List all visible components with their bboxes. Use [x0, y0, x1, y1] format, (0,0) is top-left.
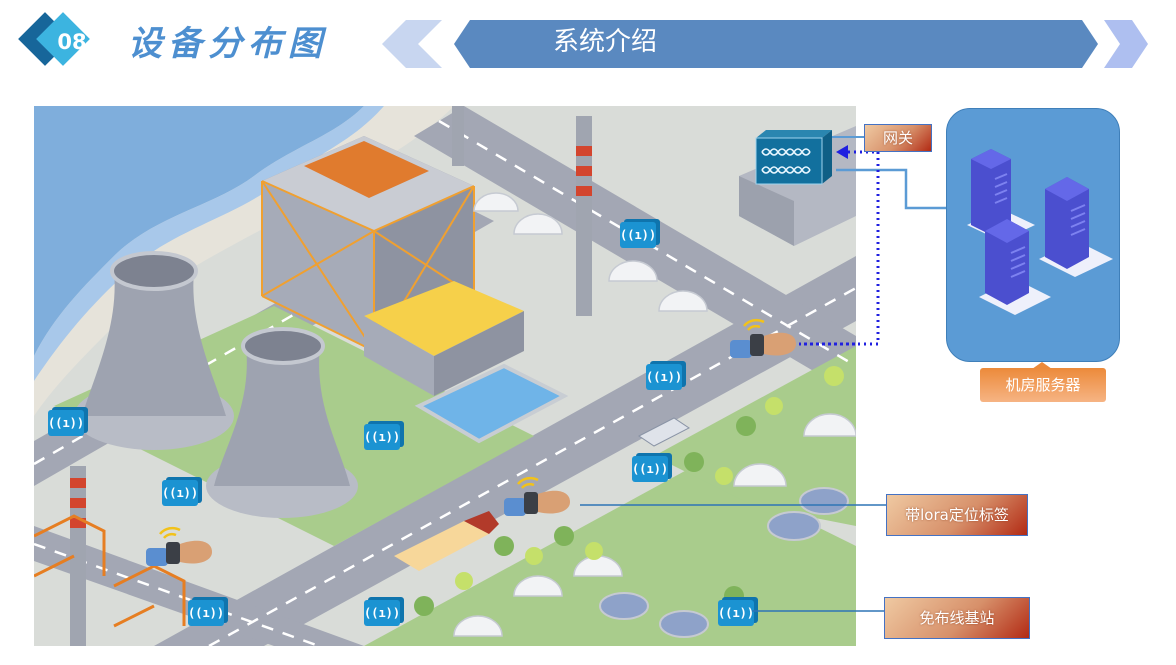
base-station-7[interactable]: ((ı))	[188, 600, 224, 626]
gateway-server-link	[836, 168, 946, 210]
section-badge: 08	[18, 12, 114, 72]
chimney-center	[576, 116, 592, 316]
gateway-callout: 网关	[864, 124, 932, 152]
base-station-2[interactable]: ((ı))	[646, 364, 682, 390]
banner-left-chevron	[382, 20, 442, 68]
lora-tag-callout: 带lora定位标签	[886, 494, 1028, 536]
base-station-8[interactable]: ((ı))	[364, 600, 400, 626]
refinery	[34, 514, 186, 628]
sea	[34, 106, 364, 356]
gateway-callout-text: 网关	[882, 129, 913, 147]
base-station-callout: 免布线基站	[884, 597, 1030, 639]
section-title: 设备分布图	[128, 24, 328, 64]
banner	[382, 20, 1148, 68]
base-station-1[interactable]: ((ı))	[620, 222, 656, 248]
lora-tag-watch-1[interactable]	[730, 318, 800, 362]
base-station-3[interactable]: ((ı))	[632, 456, 668, 482]
banner-body	[454, 20, 1098, 68]
lora-tag-watch-3[interactable]	[146, 526, 216, 570]
dotted-link	[804, 150, 880, 346]
boiler-building	[261, 136, 524, 396]
truck	[394, 511, 499, 571]
domes	[453, 192, 856, 637]
cooling-tower-1	[74, 251, 234, 450]
lora-tag-watch-2[interactable]	[504, 476, 574, 520]
dotted-link-arrow	[836, 145, 848, 159]
base-station-6[interactable]: ((ı))	[364, 424, 400, 450]
road-lower-left	[34, 526, 364, 646]
police-car	[638, 417, 690, 447]
banner-right-chevron	[1104, 20, 1148, 68]
server-room-label: 机房服务器	[980, 362, 1106, 402]
pool	[414, 363, 569, 444]
chimney-top	[452, 106, 464, 166]
lawn-right	[654, 346, 856, 526]
banner-title: 系统介绍	[552, 27, 657, 57]
server-room-panel[interactable]	[946, 108, 1120, 362]
tanks	[599, 487, 849, 638]
base-station-9[interactable]: ((ı))	[718, 600, 754, 626]
plant-illustration	[34, 106, 856, 646]
base-station-4[interactable]: ((ı))	[48, 410, 84, 436]
plant-map: ((ı)) ((ı)) ((ı)) ((ı)) ((ı)) ((ı)) ((ı)…	[34, 106, 856, 646]
server-rack-icon	[967, 149, 1113, 315]
section-number: 08	[57, 30, 87, 54]
gateway-icon[interactable]	[752, 128, 832, 188]
lora-tag-callout-text: 带lora定位标签	[905, 506, 1009, 524]
cooling-tower-2	[206, 327, 358, 518]
chimney-left	[70, 466, 86, 646]
base-station-5[interactable]: ((ı))	[162, 480, 198, 506]
base-station-callout-text: 免布线基站	[919, 609, 995, 627]
